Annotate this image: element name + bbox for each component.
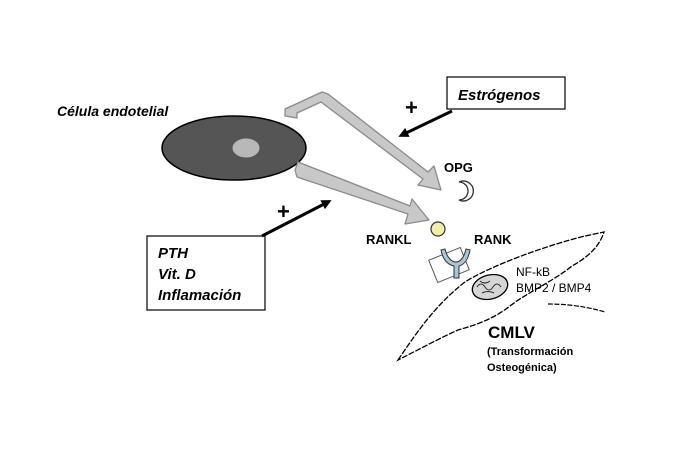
cmlv-nucleus-chromatin bbox=[476, 280, 502, 294]
rank-label: RANK bbox=[474, 232, 512, 247]
factors-plus-sign: + bbox=[277, 199, 290, 224]
opg-label: OPG bbox=[444, 160, 473, 175]
estrogens-arrow bbox=[398, 109, 453, 137]
rank-receptor-box bbox=[428, 246, 470, 284]
cmlv-cell bbox=[396, 231, 605, 362]
bmp-label: BMP2 / BMP4 bbox=[516, 281, 592, 295]
cmlv-cell-tail bbox=[547, 303, 606, 313]
factors-box bbox=[146, 235, 266, 311]
transformation-label-line2: Osteogénica) bbox=[487, 362, 557, 374]
gray-arrow-to-opg bbox=[284, 91, 442, 191]
transformation-label-line1: (Transformación bbox=[487, 346, 573, 358]
rank-receptor bbox=[440, 248, 471, 279]
opg-molecule bbox=[458, 180, 475, 202]
factor-inflammation: Inflamación bbox=[158, 287, 241, 304]
estrogens-box bbox=[446, 76, 566, 110]
gray-arrow-to-rankl bbox=[294, 161, 430, 225]
factor-pth: PTH bbox=[158, 245, 189, 262]
factors-arrow bbox=[261, 200, 332, 238]
rankl-ball bbox=[430, 221, 446, 237]
factor-vitd: Vit. D bbox=[158, 266, 196, 283]
estrogens-plus-sign: + bbox=[405, 95, 418, 120]
estrogens-label: Estrógenos bbox=[458, 87, 541, 104]
nfkb-label: NF-kB bbox=[516, 265, 550, 279]
rankl-label: RANKL bbox=[366, 232, 412, 247]
endothelial-cell-label: Célula endotelial bbox=[57, 103, 169, 119]
endothelial-nucleus bbox=[231, 137, 261, 159]
cmlv-label: CMLV bbox=[488, 323, 536, 342]
cmlv-nucleus bbox=[471, 273, 509, 301]
